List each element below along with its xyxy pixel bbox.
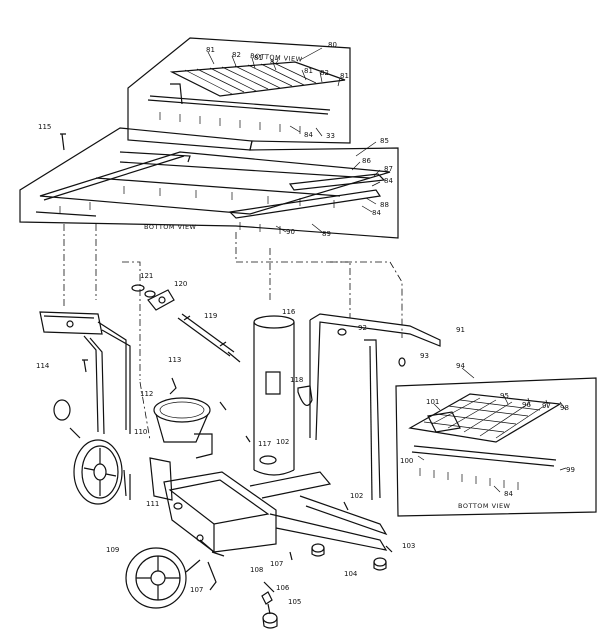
part-91: 91 (456, 326, 465, 334)
part-87: 87 (384, 165, 393, 173)
part-84: 84 (384, 177, 393, 185)
base-frame (123, 435, 388, 593)
part-109: 109 (106, 546, 119, 554)
part-96: 96 (522, 401, 531, 409)
part-103: 103 (402, 542, 415, 550)
part-102: 102 (276, 438, 289, 446)
part-99: 99 (566, 466, 575, 474)
part-105: 105 (288, 598, 301, 606)
caption-bottom-view-left: BOTTOM VIEW (144, 223, 197, 231)
part-107: 107 (190, 586, 203, 594)
part-94: 94 (456, 362, 465, 370)
valve-assembly (131, 284, 241, 363)
part-106: 106 (276, 584, 290, 592)
part-110: 110 (134, 428, 147, 436)
part-101: 101 (426, 398, 439, 406)
part-85: 85 (380, 137, 389, 145)
caption-bottom-view-top: BOTTOM VIEW (250, 52, 303, 64)
part-104: 104 (344, 570, 358, 578)
part-102: 102 (350, 492, 363, 500)
part-95: 95 (500, 392, 509, 400)
part-81: 81 (206, 46, 215, 54)
part-82: 82 (270, 58, 279, 66)
wheel-lower (125, 547, 201, 609)
part-82: 82 (232, 51, 241, 59)
part-81: 81 (304, 67, 313, 75)
part-81: 81 (254, 54, 263, 62)
wheel-upper (53, 399, 123, 505)
part-84: 84 (304, 131, 313, 139)
part-100: 100 (400, 457, 413, 465)
caption-bottom-view-right: BOTTOM VIEW (458, 502, 511, 510)
part-112: 112 (140, 390, 153, 398)
part-97: 97 (542, 402, 551, 410)
gas-tank-116 (253, 315, 295, 476)
part-120: 120 (174, 280, 187, 288)
part-111: 111 (146, 500, 159, 508)
part-80: 80 (328, 41, 337, 49)
part-81: 81 (340, 72, 349, 80)
part-93: 93 (420, 352, 429, 360)
feet (289, 543, 393, 571)
part-84: 84 (372, 209, 381, 217)
part-89: 89 (322, 230, 331, 238)
part-86: 86 (362, 157, 371, 165)
part-113: 113 (168, 356, 181, 364)
part-33: 33 (326, 132, 335, 140)
part-88: 88 (380, 201, 389, 209)
part-84: 84 (504, 490, 513, 498)
part-82: 82 (320, 69, 329, 77)
part-118: 118 (290, 376, 303, 384)
part-90: 90 (286, 228, 295, 236)
part-92: 92 (358, 324, 367, 332)
part-119: 119 (204, 312, 217, 320)
part-116: 116 (282, 308, 296, 316)
part-108: 108 (250, 566, 263, 574)
part-98: 98 (560, 404, 569, 412)
axle-bolt-105 (261, 591, 278, 629)
part-121: 121 (140, 272, 153, 280)
alignment-lines (63, 224, 403, 441)
handle-114 (39, 311, 131, 435)
part-107: 107 (270, 560, 283, 568)
inset-panel-middle (19, 127, 399, 239)
part-115: 115 (38, 123, 51, 131)
part-114: 114 (36, 362, 50, 370)
part-117: 117 (258, 440, 271, 448)
side-frame-91 (309, 313, 441, 501)
screw-115 (60, 133, 66, 151)
burner-bowl-112 (153, 377, 227, 459)
inset-panel-right (395, 367, 597, 517)
